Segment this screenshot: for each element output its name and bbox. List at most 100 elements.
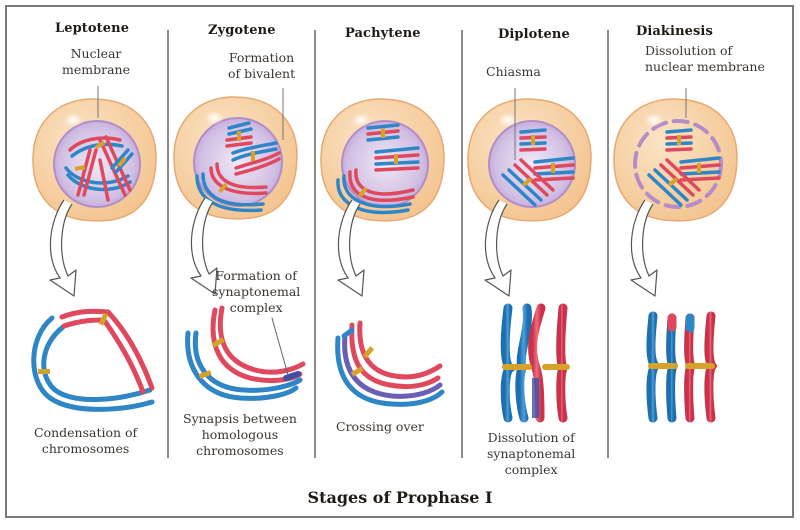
label-line: Synapsis between (183, 411, 297, 426)
label-line: chromosomes (196, 443, 284, 458)
stage-title-pachytene: Pachytene (345, 26, 421, 41)
cell-pachytene (320, 98, 445, 222)
chromosome-strand (519, 158, 555, 192)
nucleus (488, 120, 576, 208)
label-line: nuclear membrane (645, 59, 765, 74)
chromosome-strand (195, 174, 263, 213)
centromere (381, 128, 385, 138)
chromosome-strand (647, 173, 683, 207)
stage-transition-arrow-icon (484, 199, 512, 297)
nuclear-chromosomes (64, 135, 134, 202)
centromere (94, 140, 106, 150)
label-line: of bivalent (228, 66, 296, 81)
column-divider (461, 30, 463, 458)
label-line: Nuclear (70, 46, 122, 61)
highlight (498, 113, 518, 127)
centromere (394, 154, 398, 164)
chromosome-strand (665, 158, 701, 192)
chromosome-strand (215, 162, 268, 190)
label-line: Crossing over (336, 419, 424, 434)
centromere (74, 165, 86, 171)
diakinesis-chromosomes (646, 311, 718, 423)
chromosome-strand (665, 128, 693, 134)
chromosome-strand (519, 128, 547, 134)
label-crossing-over: Crossing over (336, 419, 424, 435)
pachytene-chromosomes (335, 320, 445, 407)
nucleus (53, 120, 141, 208)
cytoplasm (613, 98, 738, 222)
centromere (117, 156, 127, 168)
label-line: complex (229, 300, 283, 315)
centromere (237, 131, 241, 141)
cell-leptotene (32, 86, 157, 222)
label-line: complex (504, 462, 558, 477)
label-line: homologous (201, 427, 279, 442)
chromosome-strand (533, 156, 575, 164)
chromosome-strand (366, 135, 400, 142)
label-line: Formation (228, 50, 295, 65)
highlight (351, 113, 371, 127)
centromere (521, 177, 533, 187)
chromosome-strand (354, 168, 415, 196)
label-line: chromosomes (41, 441, 130, 456)
label-line: synaptonemal (487, 446, 576, 461)
chromosome-strand (98, 158, 110, 202)
chromosome-strand (234, 157, 281, 176)
label-formation-of-synaptonemal-complex: Formation of synaptonemal complex (212, 268, 300, 316)
label-line: Dissolution of (487, 430, 575, 445)
diplotene-chromosomes (500, 303, 570, 423)
chromosome-strand (519, 147, 547, 152)
label-line: synaptonemal (212, 284, 301, 299)
stage-title-leptotene: Leptotene (55, 21, 130, 36)
cell-diakinesis (613, 88, 738, 222)
centromere (697, 163, 701, 173)
stage-transition-arrow-icon (49, 199, 77, 297)
figure-title: Stages of Prophase I (307, 488, 493, 507)
centromere (531, 135, 535, 145)
centromere (551, 163, 555, 173)
chromosome-strand (68, 136, 122, 152)
cell-diplotene (467, 88, 592, 222)
stage-transition-arrow-icon (630, 199, 658, 297)
stage-title-diakinesis: Diakinesis (636, 24, 713, 39)
label-synapsis-between-homologous-chromosomes: Synapsis between homologous chromosomes (183, 411, 297, 459)
chromosome-strand (64, 166, 130, 185)
chromosome-strand (114, 152, 134, 174)
chromosome-strand (665, 147, 693, 152)
stage-title-zygotene: Zygotene (208, 23, 276, 38)
label-condensation-of-chromosomes: Condensation of chromosomes (34, 425, 137, 457)
figure-frame (5, 5, 794, 518)
chromosome-strand (76, 148, 92, 197)
chromosome-strand (348, 170, 415, 202)
cell-zygotene (173, 88, 298, 220)
chromosome-strand (342, 174, 412, 209)
chromosome-strand (366, 123, 400, 130)
dissolving-nuclear-membrane (633, 119, 723, 209)
label-formation-of-bivalent: Formation of bivalent (228, 50, 295, 82)
centromere (677, 135, 681, 145)
label-line: Chiasma (486, 64, 541, 79)
column-divider (314, 30, 316, 458)
zygotene-chromosomes (185, 305, 306, 401)
stage-transition-arrow-icon (190, 197, 218, 295)
nuclear-chromosomes (336, 123, 420, 215)
centromere (358, 186, 368, 198)
chromosome-strand (374, 166, 420, 172)
highlight (63, 113, 83, 127)
stage-title-diplotene: Diplotene (498, 27, 570, 42)
chromosome-strand (225, 141, 253, 148)
label-dissolution-of-synaptonemal-complex: Dissolution of synaptonemal complex (487, 430, 575, 478)
chromosome-strand (227, 121, 251, 130)
stage-transition-arrow-icon (337, 199, 365, 297)
chromosome-strand (110, 148, 130, 170)
leptotene-chromosomes (31, 308, 155, 412)
label-dissolution-of-nuclear-membrane: Dissolution of nuclear membrane (645, 43, 765, 75)
chromosome-strand (82, 148, 98, 197)
chromosome-strand (374, 146, 420, 154)
chromosome-strand (201, 172, 265, 207)
centromere (251, 151, 255, 161)
centromere (218, 182, 228, 194)
column-divider (607, 30, 609, 458)
chromosome-strand (231, 141, 278, 155)
